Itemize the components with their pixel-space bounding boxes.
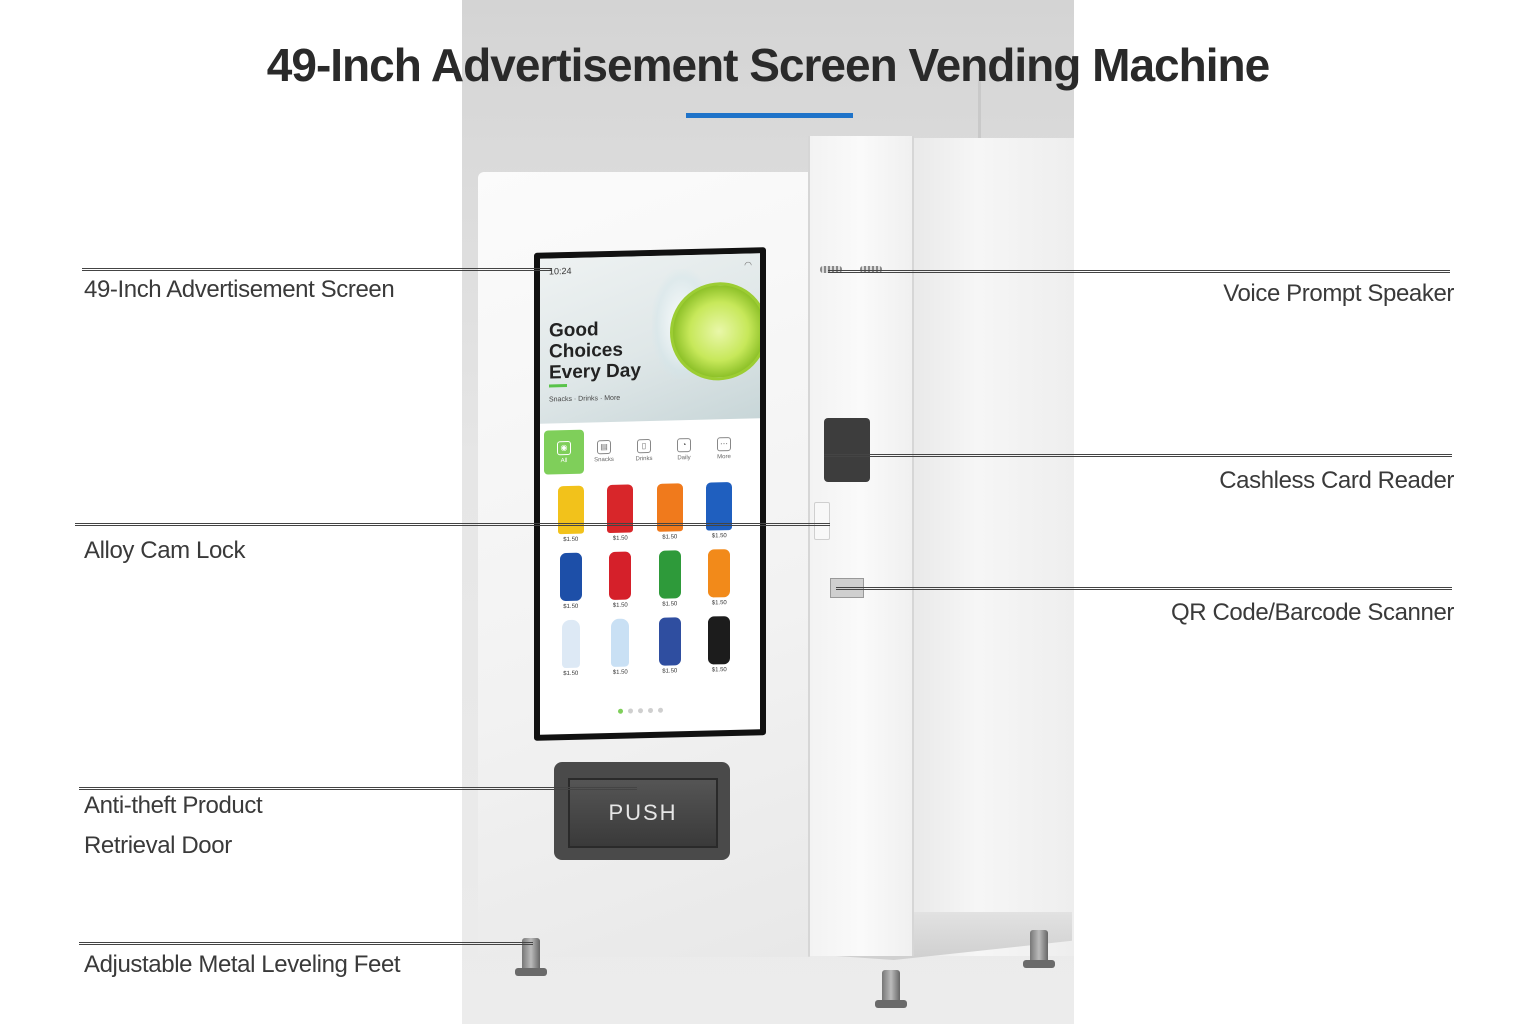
label-card-reader: Cashless Card Reader [1219,467,1454,494]
product-item[interactable]: $1.50 [596,551,646,609]
product-image [559,552,582,602]
callout-line-scanner [836,587,1452,590]
product-image [611,618,630,667]
label-cam-lock: Alloy Cam Lock [84,537,246,564]
product-price: $1.50 [662,668,678,675]
qr-scanner[interactable] [830,578,864,598]
callout-line-cam-lock [75,523,830,526]
category-tab[interactable]: ◉ All [544,429,584,475]
product-item[interactable]: $1.50 [645,617,695,675]
product-retrieval-door[interactable]: PUSH [554,762,730,860]
card-reader[interactable] [824,418,870,482]
label-scanner: QR Code/Barcode Scanner [1171,599,1454,626]
leveling-foot [515,938,547,976]
product-item[interactable]: $1.50 [645,550,695,608]
category-icon: ⋯ [717,436,731,451]
product-item[interactable]: $1.50 [546,619,596,677]
category-tab[interactable]: ⋯ More [704,426,744,471]
product-price: $1.50 [563,670,579,678]
product-item[interactable]: $1.50 [596,618,646,676]
page-dot[interactable] [618,708,623,714]
product-item[interactable]: $1.50 [596,484,646,542]
leveling-foot [1023,930,1055,968]
category-icon: ◉ [557,440,571,455]
category-label: More [717,453,731,460]
label-speaker: Voice Prompt Speaker [1223,280,1454,307]
callout-line-speaker [828,270,1450,273]
label-screen: 49-Inch Advertisement Screen [84,276,395,303]
category-bar: ◉ All ▤ Snacks ▯ Drinks ◔ Daily ⋯ More [544,426,744,475]
speaker-grille [820,266,882,274]
label-feet: Adjustable Metal Leveling Feet [84,951,401,978]
page-dot[interactable] [638,708,643,714]
product-image [708,616,731,665]
product-price: $1.50 [711,600,727,607]
callout-line-feet [79,942,533,945]
page-indicator [618,707,663,714]
status-time: 10:24 [549,265,572,277]
category-tab[interactable]: ▤ Snacks [584,429,624,474]
label-door: Anti-theft Product Retrieval Door [84,792,263,859]
category-label: Drinks [635,455,653,462]
page-dot[interactable] [658,707,663,713]
hero-subtitle: Snacks · Drinks · More [549,394,621,404]
category-label: Snacks [594,456,614,463]
page-dot[interactable] [648,707,653,714]
product-grid: $1.50 $1.50 $1.50 $1.50 $1.50 $1.50 $1.50 $1.50… [546,481,745,678]
product-image [708,549,731,598]
product-price: $1.50 [662,601,678,608]
product-image [658,617,681,666]
product-image [609,551,632,600]
antenna [978,70,981,160]
callout-line-door [79,787,637,790]
product-item[interactable]: $1.50 [695,549,745,607]
product-item[interactable]: $1.50 [645,483,695,541]
product-price: $1.50 [612,602,628,609]
product-price: $1.50 [711,667,727,674]
cam-lock[interactable] [814,502,830,540]
service-door [808,136,914,956]
product-item[interactable]: $1.50 [695,481,745,540]
cabinet-front: 10:24 ◠ Good Choices Every Day Snacks · … [478,172,810,957]
page-title: 49-Inch Advertisement Screen Vending Mac… [266,39,1270,91]
category-tab[interactable]: ▯ Drinks [624,428,664,473]
product-image [658,550,681,599]
category-icon: ▤ [597,439,611,454]
page-dot[interactable] [628,708,633,714]
hero-title: Good Choices Every Day [549,319,641,384]
callout-line-card-reader [824,454,1452,457]
product-price: $1.50 [612,669,628,676]
category-tab[interactable]: ◔ Daily [664,427,704,472]
product-item[interactable]: $1.50 [546,552,596,610]
vending-machine: 10:24 ◠ Good Choices Every Day Snacks · … [478,132,1078,1008]
category-icon: ◔ [677,437,691,452]
product-price: $1.50 [612,535,628,542]
category-label: All [560,457,568,464]
advertisement-screen[interactable]: 10:24 ◠ Good Choices Every Day Snacks · … [534,247,766,741]
cabinet-side [910,138,1074,956]
product-item[interactable]: $1.50 [695,616,745,674]
product-image [557,485,584,535]
category-icon: ▯ [637,438,651,453]
callout-line-screen [82,268,552,271]
product-price: $1.50 [563,603,579,611]
product-item[interactable]: $1.50 [546,485,596,543]
product-price: $1.50 [563,536,579,544]
product-price: $1.50 [711,533,727,540]
leveling-foot [875,970,907,1008]
title-underline [686,113,853,118]
category-label: Daily [677,454,691,461]
hero-underline [549,384,567,388]
hero-banner: 10:24 ◠ Good Choices Every Day Snacks · … [540,253,760,424]
wifi-icon: ◠ [744,259,752,270]
product-price: $1.50 [662,534,678,541]
product-image [561,619,580,669]
